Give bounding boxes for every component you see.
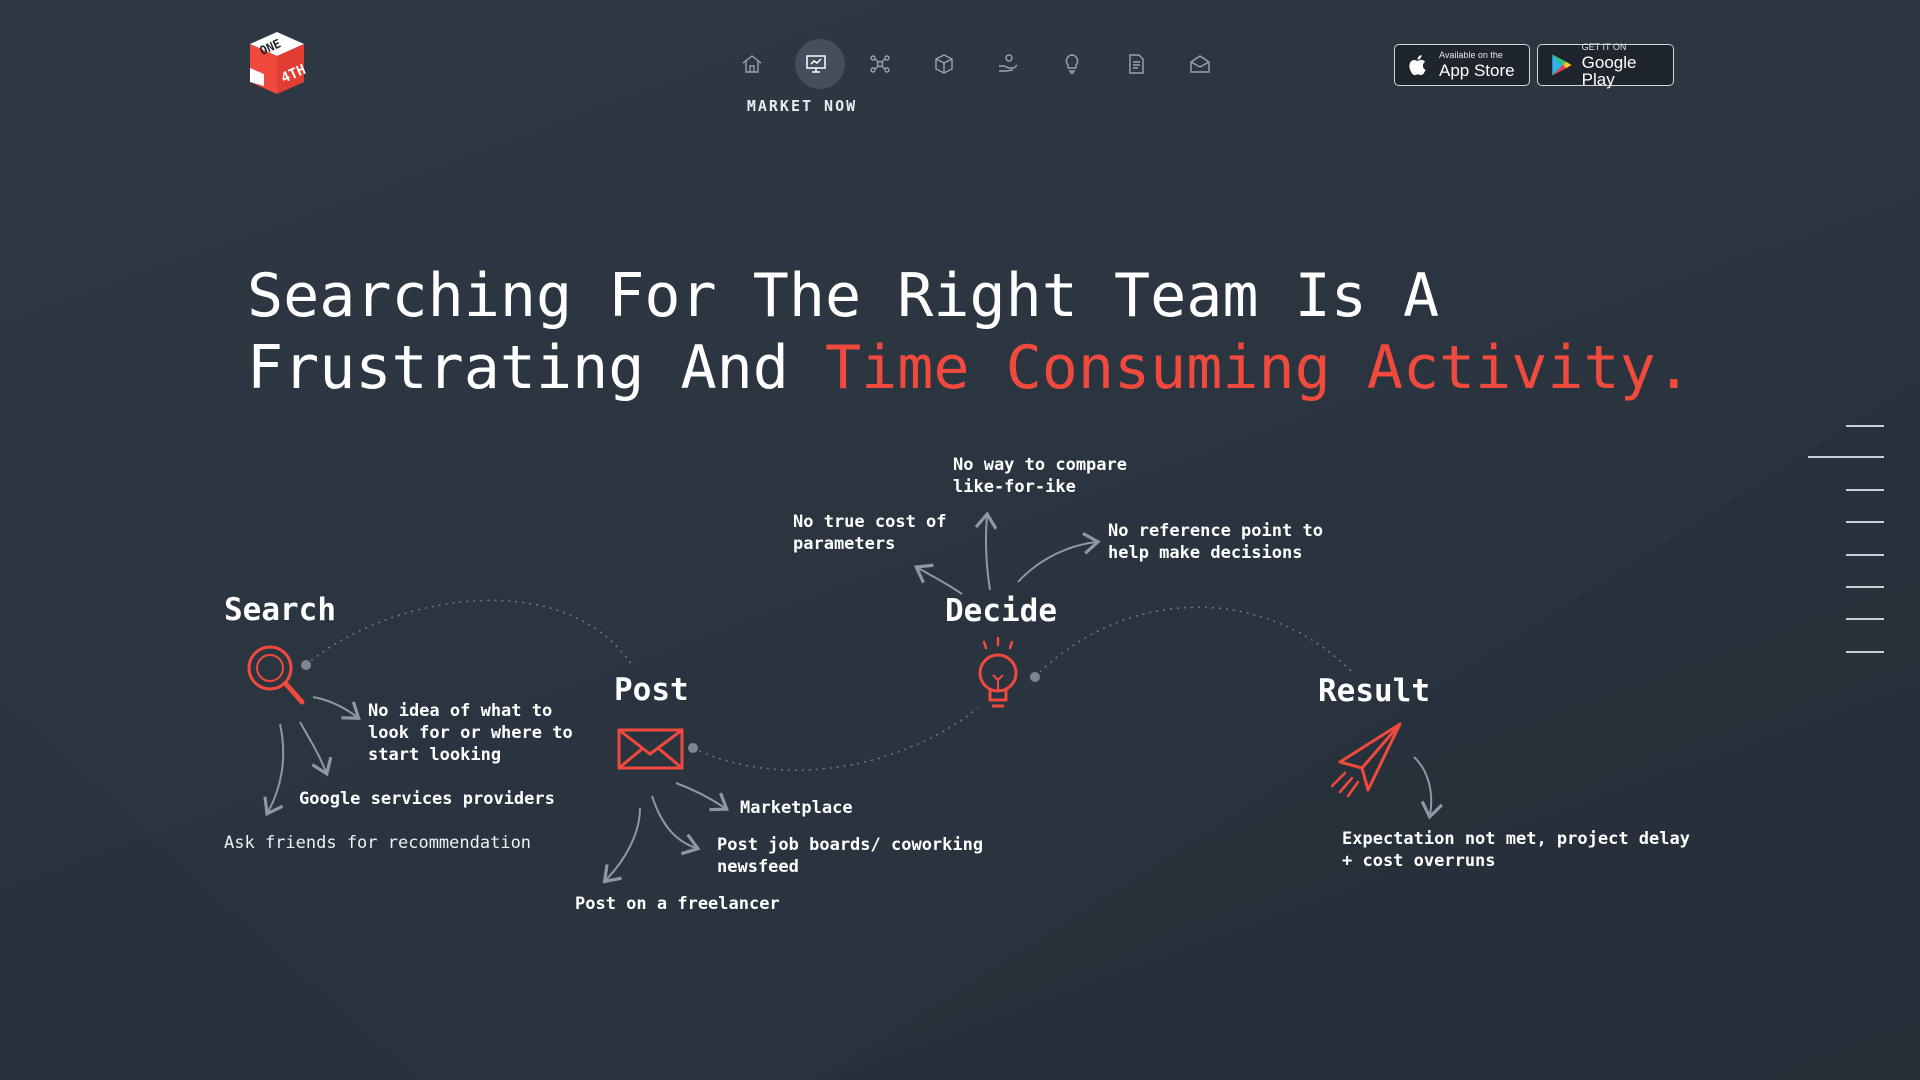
decide-note-2: No true cost of parameters xyxy=(793,512,947,554)
headline-line-2-plain: Frustrating And xyxy=(247,333,825,403)
google-play-big-text: Google Play xyxy=(1581,52,1637,89)
molecule-icon xyxy=(870,55,890,73)
bulb-icon xyxy=(1065,54,1079,74)
nav-product[interactable] xyxy=(912,38,976,90)
stage-title-post: Post xyxy=(614,672,689,708)
search-note-2: Google services providers xyxy=(299,789,555,809)
monitor-icon xyxy=(806,55,826,73)
mail-icon xyxy=(1190,55,1210,73)
journey-path-decide-result xyxy=(1034,606,1353,678)
stage-title-decide: Decide xyxy=(945,593,1057,629)
app-store-small-text: Available on the xyxy=(1439,50,1503,60)
headline-line-2-accent: Time Consuming Activity. xyxy=(824,333,1692,403)
brand-logo[interactable]: ONE 4TH xyxy=(244,28,310,100)
magnifier-icon xyxy=(247,645,305,705)
nav-hand[interactable] xyxy=(976,38,1040,90)
apple-icon xyxy=(1409,55,1426,76)
journey-path-search-post xyxy=(305,599,633,666)
lightbulb-icon xyxy=(978,636,1018,708)
nav-contact[interactable] xyxy=(1168,38,1232,90)
section-tick[interactable] xyxy=(1846,425,1884,427)
post-note-2: Post job boards/ coworking newsfeed xyxy=(717,835,984,877)
paper-plane-icon xyxy=(1330,722,1402,798)
box-icon xyxy=(935,54,953,74)
journey-dot xyxy=(301,660,311,670)
section-tick[interactable] xyxy=(1846,521,1884,523)
hand-coin-icon xyxy=(999,54,1018,72)
main-nav xyxy=(720,38,1232,90)
section-tick[interactable] xyxy=(1846,554,1884,556)
section-tick-active[interactable] xyxy=(1808,456,1884,458)
envelope-icon xyxy=(617,728,684,770)
google-play-badge[interactable]: GET IT ON Google Play xyxy=(1537,41,1674,89)
app-store-big-text: App Store xyxy=(1439,61,1515,80)
app-store-badge[interactable]: Available on the App Store xyxy=(1394,44,1530,86)
headline-line-1: Searching For The Right Team Is A xyxy=(247,261,1440,331)
post-note-1: Marketplace xyxy=(740,798,853,818)
headline-line-2: Frustrating And Time Consuming Activity. xyxy=(247,332,1747,404)
decide-note-3: No reference point to help make decision… xyxy=(1108,521,1323,563)
journey-dot xyxy=(688,743,698,753)
stage-title-search: Search xyxy=(224,592,336,628)
nav-document[interactable] xyxy=(1104,38,1168,90)
page-headline: Searching For The Right Team Is A Frustr… xyxy=(247,260,1747,404)
post-note-3: Post on a freelancer xyxy=(575,894,780,914)
decide-note-1: No way to compare like-for-ike xyxy=(953,455,1127,497)
journey-dot xyxy=(1030,672,1040,682)
result-note-1: Expectation not met, project delay + cos… xyxy=(1342,829,1690,871)
nav-network[interactable] xyxy=(848,38,912,90)
nav-home[interactable] xyxy=(720,38,784,90)
journey-path-post-decide xyxy=(692,707,979,771)
search-note-1: No idea of what to look for or where to … xyxy=(368,701,573,765)
section-tick[interactable] xyxy=(1846,651,1884,653)
section-tick[interactable] xyxy=(1846,618,1884,620)
document-icon xyxy=(1129,54,1144,74)
google-play-small-text: GET IT ON xyxy=(1581,41,1627,52)
nav-ideas[interactable] xyxy=(1040,38,1104,90)
home-icon xyxy=(742,55,762,73)
nav-active-label: MARKET NOW xyxy=(746,97,858,115)
stage-title-result: Result xyxy=(1318,673,1430,709)
search-note-3: Ask friends for recommendation xyxy=(224,833,532,853)
section-tick[interactable] xyxy=(1846,586,1884,588)
google-play-icon xyxy=(1552,54,1572,76)
nav-market-now[interactable] xyxy=(784,38,848,90)
section-tick[interactable] xyxy=(1846,489,1884,491)
